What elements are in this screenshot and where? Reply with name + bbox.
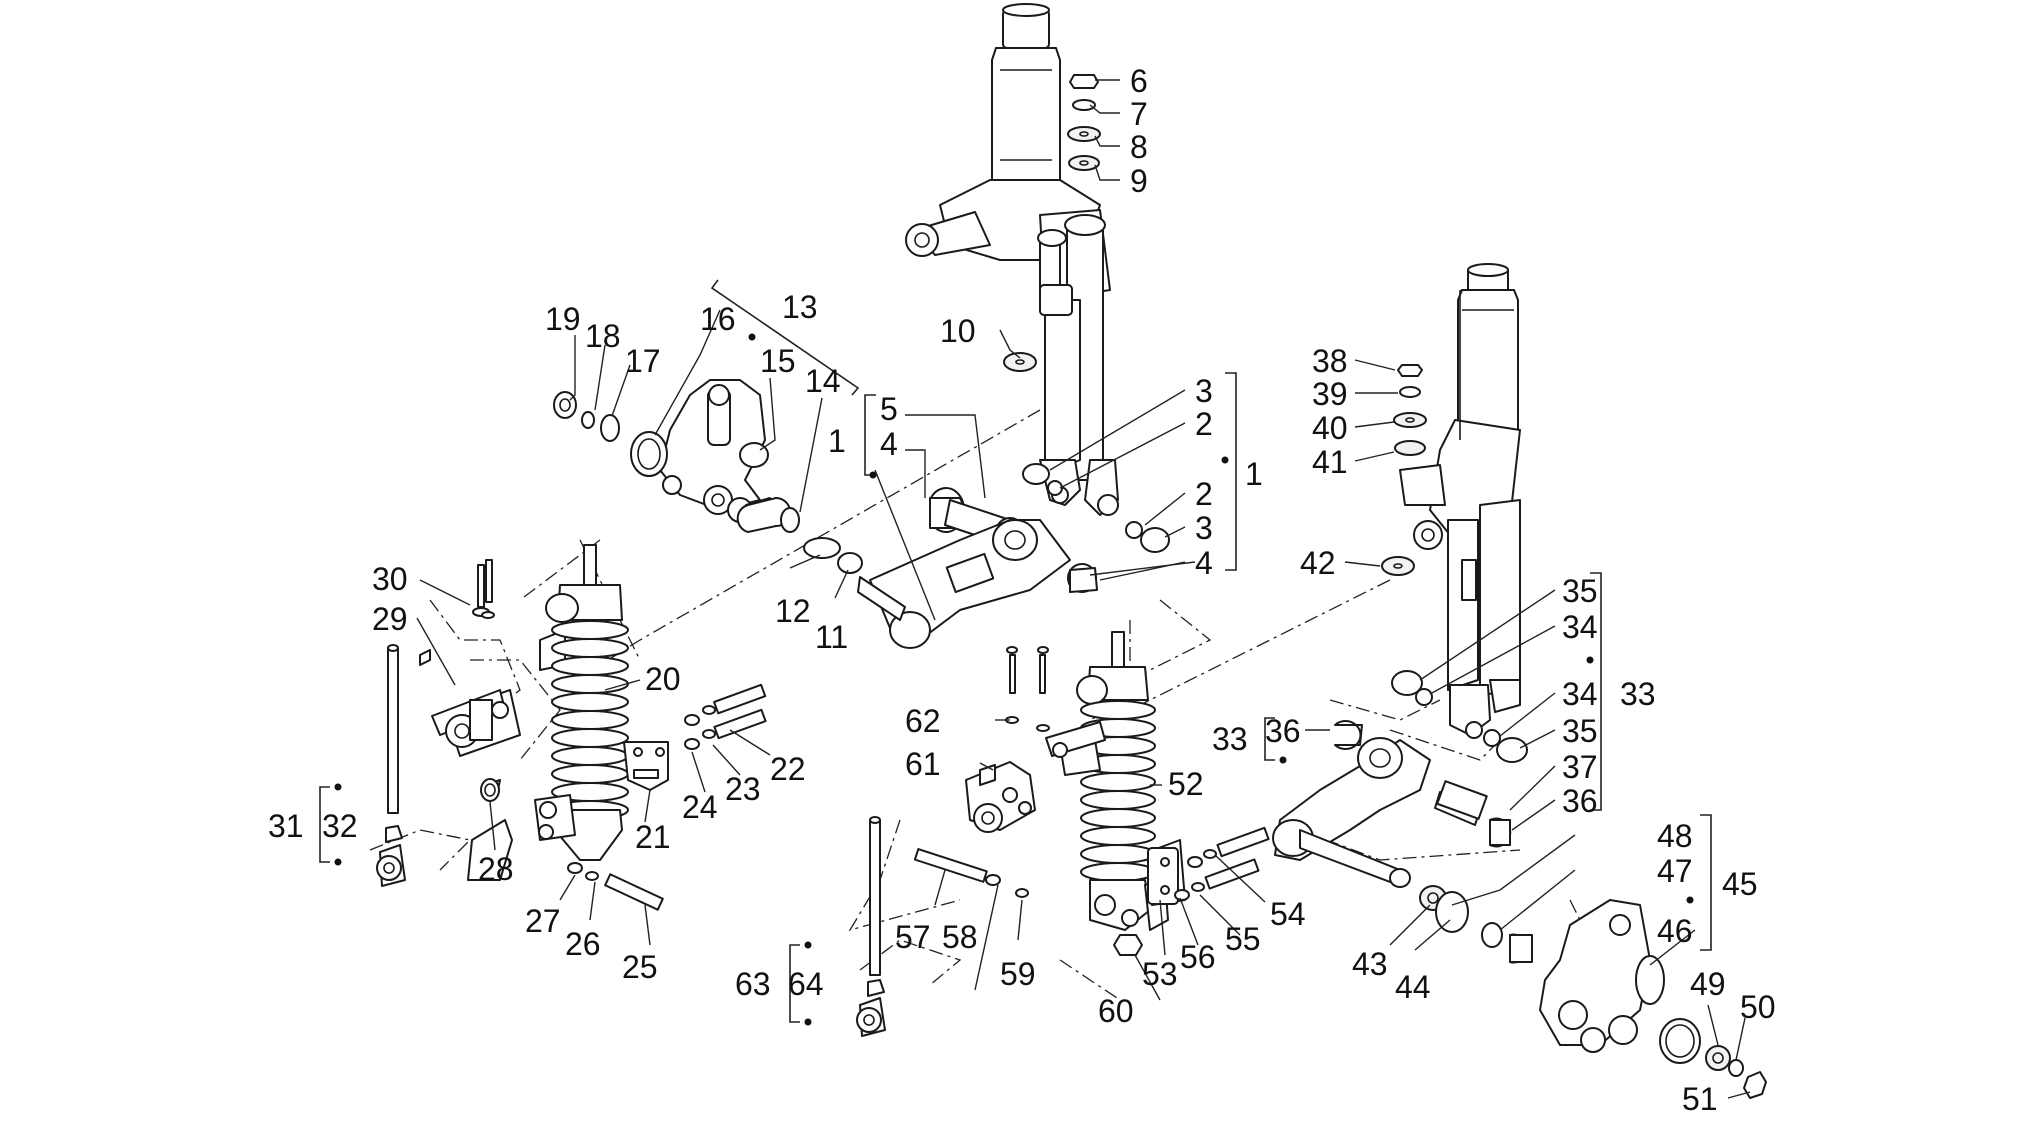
callout-2-bottom: 2: [1195, 476, 1213, 512]
right-seals-34-35: [1391, 670, 1528, 763]
callout-5: 5: [880, 391, 898, 427]
callout-16: 16: [700, 301, 736, 337]
callout-4-left: 4: [880, 426, 898, 462]
center-swingarm: [857, 487, 1098, 649]
callout-55: 55: [1225, 921, 1261, 957]
callout-14: 14: [805, 363, 841, 399]
callout-24: 24: [682, 789, 718, 825]
callout-28: 28: [478, 851, 514, 887]
callout-3-top: 3: [1195, 373, 1213, 409]
callout-37: 37: [1562, 749, 1598, 785]
callout-39: 39: [1312, 376, 1348, 412]
callout-38: 38: [1312, 343, 1348, 379]
callout-50: 50: [1740, 989, 1776, 1025]
callout-27: 27: [525, 903, 561, 939]
callout-61: 61: [905, 746, 941, 782]
callout-54: 54: [1270, 896, 1306, 932]
callout-46: 46: [1657, 913, 1693, 949]
leader-lines: [416, 79, 1751, 1099]
callout-29: 29: [372, 601, 408, 637]
callout-22: 22: [770, 751, 806, 787]
left-coil-spring: [551, 620, 629, 820]
callout-63: 63: [735, 966, 771, 1002]
parts-6-9-nut-washers: [1003, 74, 1101, 372]
center-coil-spring: [1080, 700, 1156, 882]
callout-49: 49: [1690, 966, 1726, 1002]
callout-6: 6: [1130, 63, 1148, 99]
callout-11: 11: [815, 619, 848, 655]
callout-34-top: 34: [1562, 609, 1598, 645]
callout-23: 23: [725, 771, 761, 807]
callout-7: 7: [1130, 96, 1148, 132]
steering-column-left: [905, 3, 1119, 516]
callout-9: 9: [1130, 163, 1148, 199]
callout-2-top: 2: [1195, 406, 1213, 442]
left-knuckle-assembly: [553, 379, 863, 574]
callout-30: 30: [372, 561, 408, 597]
callout-56: 56: [1180, 939, 1216, 975]
callout-26: 26: [565, 926, 601, 962]
callout-43: 43: [1352, 946, 1388, 982]
upper-seals-2-3: [1022, 463, 1170, 553]
callout-52: 52: [1168, 766, 1204, 802]
callout-60: 60: [1098, 993, 1134, 1029]
callout-1-right: 1: [1245, 456, 1263, 492]
callout-25: 25: [622, 949, 658, 985]
callout-13: 13: [782, 289, 818, 325]
callout-17: 17: [625, 343, 661, 379]
callout-35-top: 35: [1562, 573, 1598, 609]
callout-58: 58: [942, 919, 978, 955]
callout-57: 57: [895, 919, 931, 955]
steering-column-right: [1399, 263, 1521, 739]
callout-4-right: 4: [1195, 545, 1213, 581]
callout-64: 64: [788, 966, 824, 1002]
callout-19: 19: [545, 301, 581, 337]
callout-35-bottom: 35: [1562, 713, 1598, 749]
callout-33-left: 33: [1212, 721, 1248, 757]
callout-41: 41: [1312, 444, 1348, 480]
callout-8: 8: [1130, 129, 1148, 165]
callout-62: 62: [905, 703, 941, 739]
callout-12: 12: [775, 593, 811, 629]
left-lower-rod: [376, 644, 406, 887]
bullet-dots: [334, 333, 1694, 1026]
callout-1-left: 1: [828, 423, 846, 459]
left-shock-absorber: [419, 544, 767, 911]
callout-labels: 6 7 8 9 10 3 2 1 2 3 4 5 1 4 13 19 18 17…: [268, 63, 1776, 1117]
center-shock-absorber: [913, 631, 1270, 956]
callout-10: 10: [940, 313, 976, 349]
callout-21: 21: [635, 819, 671, 855]
callout-15: 15: [760, 343, 796, 379]
callout-36-left: 36: [1265, 713, 1301, 749]
callout-47: 47: [1657, 853, 1693, 889]
callout-40: 40: [1312, 410, 1348, 446]
center-lower-rod: [856, 816, 886, 1037]
callout-33-right: 33: [1620, 676, 1656, 712]
callout-53: 53: [1142, 956, 1178, 992]
callout-42: 42: [1300, 545, 1336, 581]
callout-34-bottom: 34: [1562, 676, 1598, 712]
callout-3-bottom: 3: [1195, 510, 1213, 546]
callout-51: 51: [1682, 1081, 1718, 1117]
callout-18: 18: [585, 318, 621, 354]
callout-32: 32: [322, 808, 358, 844]
callout-45: 45: [1722, 866, 1758, 902]
parts-38-42-washers: [1381, 364, 1427, 576]
right-knuckle-assembly: [1419, 885, 1767, 1099]
right-swingarm: [1272, 720, 1512, 888]
callout-44: 44: [1395, 969, 1431, 1005]
callout-36-right: 36: [1562, 783, 1598, 819]
callout-31: 31: [268, 808, 304, 844]
callout-20: 20: [645, 661, 681, 697]
callout-59: 59: [1000, 956, 1036, 992]
callout-48: 48: [1657, 818, 1693, 854]
